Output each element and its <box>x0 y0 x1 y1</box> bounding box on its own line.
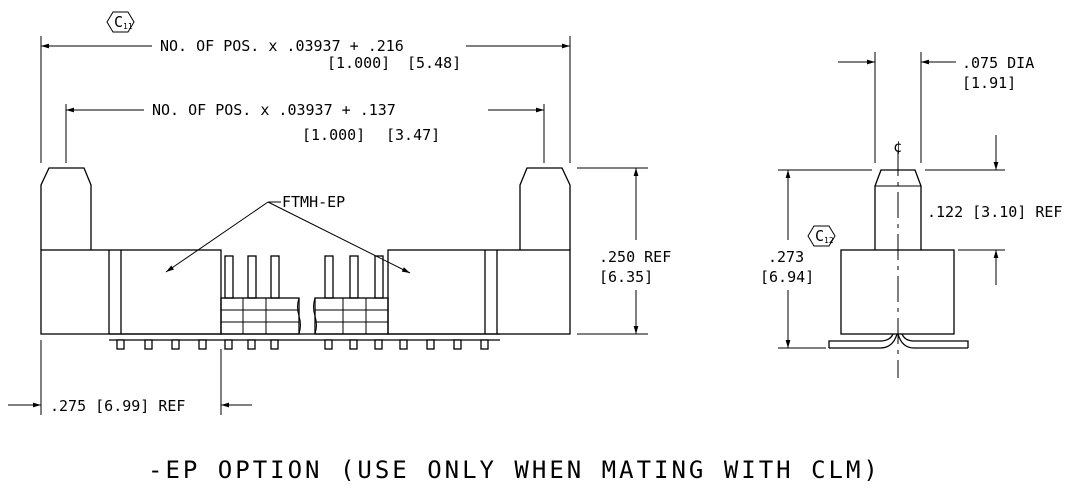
svg-text:C: C <box>114 13 123 31</box>
right-guide-post <box>519 167 571 250</box>
overall-mm-pitch: [1.000] <box>327 54 390 72</box>
overall-formula: NO. OF POS. x .03937 + .216 <box>160 37 404 55</box>
leader-left <box>165 201 269 273</box>
front-view: FTMH-EP <box>40 167 571 350</box>
height-ref-inch: .250 REF <box>599 248 671 266</box>
offset-ref-label: .275 [6.99] REF <box>50 397 185 415</box>
leader-right <box>267 201 411 274</box>
side-feet <box>828 333 898 349</box>
side-height-mm: [6.94] <box>760 268 814 286</box>
dimension-height-ref: .250 REF [6.35] <box>577 167 671 335</box>
right-body <box>387 249 571 335</box>
dimension-offset-ref: .275 [6.99] REF <box>8 340 252 415</box>
dimension-post-dia: .075 DIA [1.91] <box>838 52 1034 163</box>
left-guide-post <box>40 167 92 250</box>
dimension-inner-length: NO. OF POS. x .03937 + .137 [1.000] [3.4… <box>65 101 545 163</box>
revision-tag-c11: C 11 <box>106 11 135 33</box>
left-tails <box>116 339 207 350</box>
dimension-overall-length: NO. OF POS. x .03937 + .216 [1.000] [5.4… <box>40 11 571 163</box>
revision-tag-c12: C 12 <box>807 225 836 247</box>
inner-formula: NO. OF POS. x .03937 + .137 <box>152 101 396 119</box>
svg-text:12: 12 <box>824 236 834 245</box>
dimension-side-height: .273 [6.94] C 12 <box>760 169 872 349</box>
svg-text:11: 11 <box>123 22 133 31</box>
overall-mm-add: [5.48] <box>407 54 461 72</box>
centerline-symbol: ¢ <box>893 138 902 156</box>
side-height-inch: .273 <box>768 248 804 266</box>
caption: -EP OPTION (USE ONLY WHEN MATING WITH CL… <box>148 456 881 484</box>
center-pins <box>220 255 389 350</box>
inner-mm-add: [3.47] <box>386 126 440 144</box>
left-body <box>40 249 222 335</box>
post-height-label: .122 [3.10] REF <box>927 203 1062 221</box>
dimension-post-height: .122 [3.10] REF <box>925 135 1062 285</box>
right-tails <box>399 339 489 350</box>
side-view: ¢ <box>828 138 969 378</box>
inner-mm-pitch: [1.000] <box>302 126 365 144</box>
height-ref-mm: [6.35] <box>599 268 653 286</box>
part-label: FTMH-EP <box>282 193 345 211</box>
post-dia-inch: .075 DIA <box>962 54 1034 72</box>
post-dia-mm: [1.91] <box>962 74 1016 92</box>
svg-text:C: C <box>815 227 824 245</box>
